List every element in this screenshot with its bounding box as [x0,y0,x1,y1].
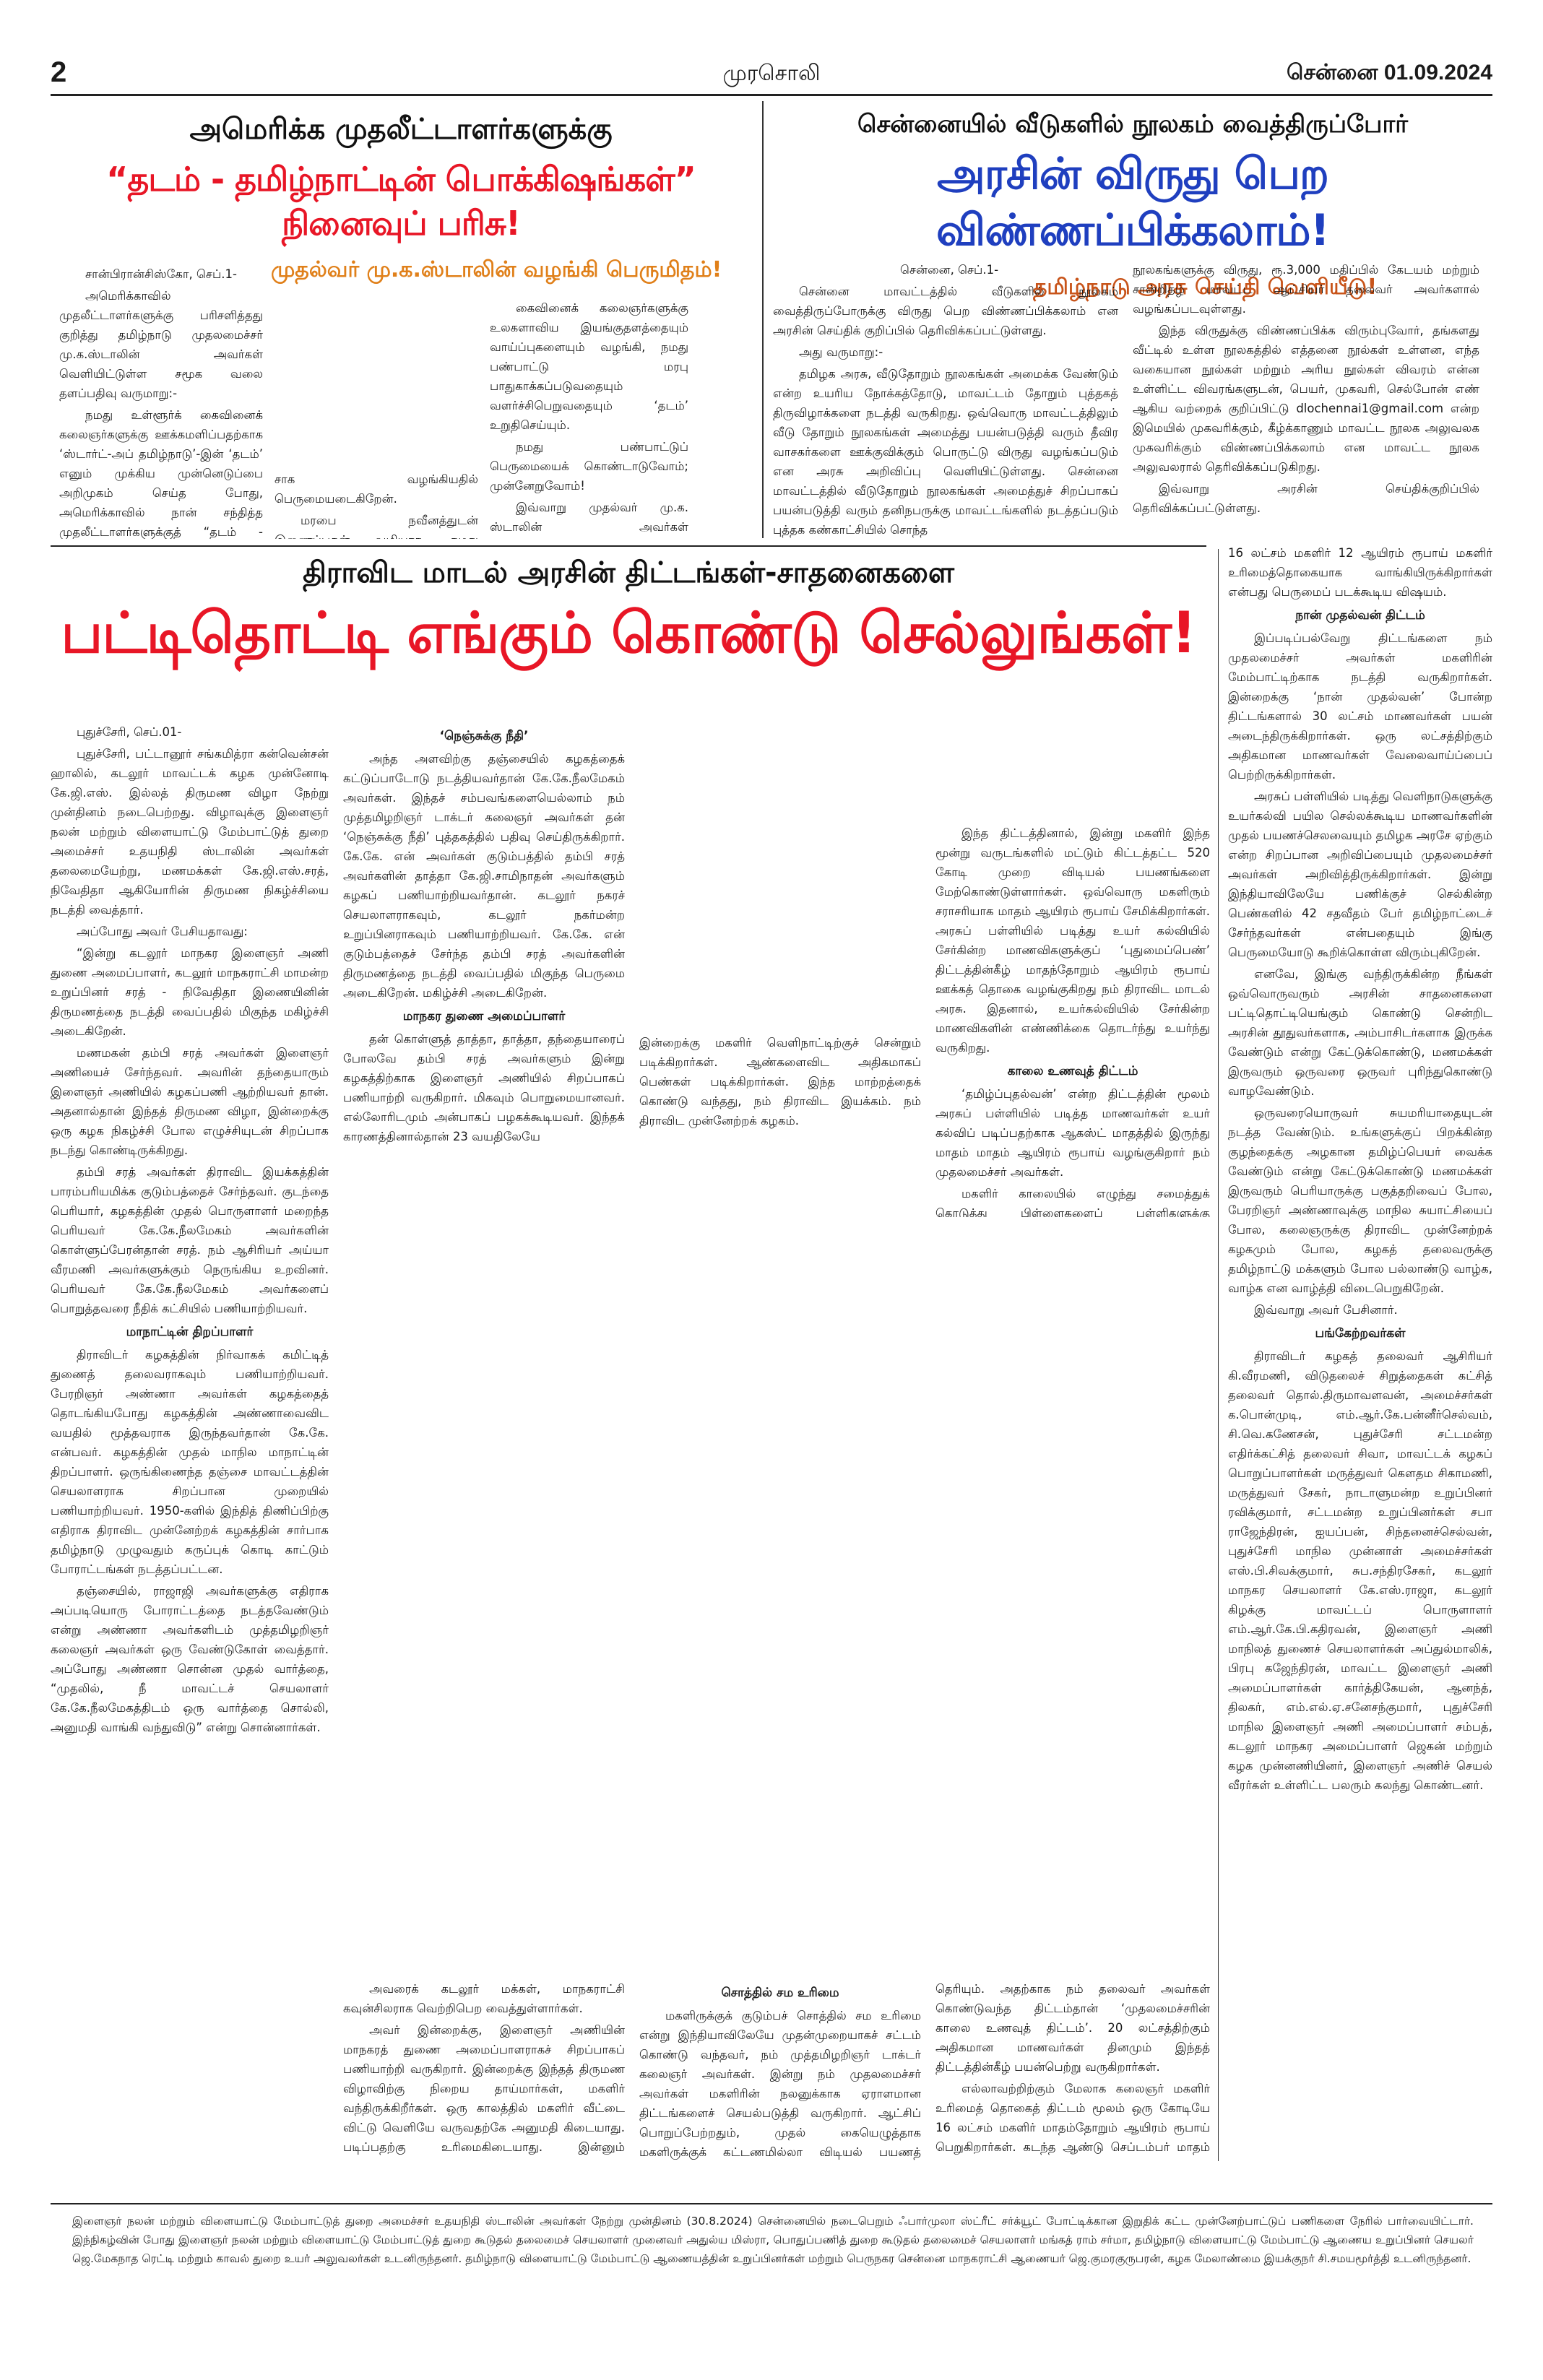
paragraph: திராவிடர் கழகத் தலைவர் ஆசிரியர் கி.வீரமண… [1228,1349,1492,1792]
story-1-col-2: சாக வழங்கியதில் பெருமையடைகிறேன். மரபை நவீ… [275,469,478,539]
paragraph: ஒருவரையொருவர் சுயமரியாதையுடன் நடத்த வேண்… [1228,1106,1492,1295]
paragraph: கைவினைக் கலைஞர்களுக்கு உலகளாவிய இயங்குதள… [490,301,688,432]
story-3-kicker: திராவிட மாடல் அரசின் திட்டங்கள்-சாதனைகளை [303,556,954,589]
story-2-headline: அரசின் விருது பெற விண்ணப்பிக்கலாம்! [936,149,1330,256]
paragraph: இவ்வாறு முதல்வர் மு.க. ஸ்டாலின் அவர்கள் … [490,501,688,534]
story-2-col-2: நூலகங்களுக்கு விருது, ரூ.3,000 மதிப்பில்… [1133,260,1479,538]
paragraph: அவரைக் கடலூர் மக்கள், மாநகராட்சி கவுன்சி… [343,1982,625,2015]
paragraph: மரபை நவீனத்துடன் இணைப்பதன் வழியாக, நமது … [275,514,478,539]
paragraph: இவ்வாறு அரசின் செய்திக்குறிப்பில் தெரிவி… [1133,482,1479,515]
story-3-right-column: 16 லட்சம் மகளிர் 12 ஆயிரம் ரூபாய் மகளிர்… [1228,543,1492,2161]
subhead-deputy-organiser: மாநகர துணை அமைப்பாளர் [402,1009,566,1024]
newspaper-name: முரசொலி [722,61,821,86]
paragraph: நூலகங்களுக்கு விருது, ரூ.3,000 மதிப்பில்… [1133,263,1479,316]
paragraph: சென்னை, செப்.1- [900,263,999,277]
paragraph: திராவிடர் கழகத்தின் நிர்வாகக் கமிட்டித் … [51,1348,329,1576]
page-number: 2 [51,56,67,88]
story-3-col-1: புதுச்சேரி, செப்.01- புதுச்சேரி, பட்டானூர… [51,722,329,2161]
paragraph: புதுச்சேரி, செப்.01- [77,725,182,739]
paragraph: தம்பி சரத் அவர்கள் திராவிட இயக்கத்தின் ப… [51,1165,329,1315]
paragraph: சான்பிரான்சிஸ்கோ, செப்.1- [85,267,237,281]
paragraph: மகளிருக்குக் குடும்பச் சொத்தில் சம உரிமை… [639,2009,921,2159]
story-1-col-1: சான்பிரான்சிஸ்கோ, செப்.1- அமெரிக்காவில் ம… [59,264,263,539]
photo-caption: இளைஞர் நலன் மற்றும் விளையாட்டு மேம்பாட்ட… [72,2215,1474,2265]
story-3-col-4-bottom: தெரியும். அதற்காக நம் தலைவர் அவர்கள் கொண… [935,1979,1210,2161]
paragraph: இப்படிப்பல்வேறு திட்டங்களை நம் முதலமைச்ச… [1228,631,1492,782]
header-rule [51,94,1492,96]
paragraph: ‘தமிழ்ப்புதல்வன்’ என்ற திட்டத்தின் மூலம்… [935,1087,1210,1179]
paragraph: நமது உள்ளூர்க் கைவினைக் கலைஞர்களுக்கு ஊக… [59,408,263,539]
paragraph: அது வருமாறு:- [799,345,883,359]
paragraph: அப்போது அவர் பேசியதாவது: [77,925,248,938]
story-2-kicker: சென்னையில் வீடுகளில் நூலகம் வைத்திருப்போ… [857,110,1408,139]
subhead-breakfast-scheme: காலை உணவுத் திட்டம் [1007,1064,1138,1078]
paragraph: அமெரிக்காவில் முதலீட்டாளர்களுக்கு பரிசளி… [59,289,263,400]
paragraph: புதுச்சேரி, பட்டானூர் சங்கமித்ரா கன்வென்… [51,747,329,917]
story-3-col-3-bottom: சொத்தில் சம உரிமை மகளிருக்குக் குடும்பச்… [639,1979,921,2161]
subhead-nenjukku-needhi: ‘நெஞ்சுக்கு நீதி’ [439,729,529,743]
paragraph: தெரியும். அதற்காக நம் தலைவர் அவர்கள் கொண… [935,1982,1210,2074]
story-1-col-3: கைவினைக் கலைஞர்களுக்கு உலகளாவிய இயங்குதள… [490,298,688,539]
story-2-subhead: தமிழ்நாடு அரசு செய்தி வெளியீடு! [1032,274,1378,300]
column-rule-right [1218,549,1219,2161]
paragraph: சென்னை மாவட்டத்தில் வீடுகளில் நூலகம் வைத… [773,285,1118,337]
story-1-headline: “தடம் - தமிழ்நாட்டின் பொக்கிஷங்கள்” நினை… [106,160,696,243]
story-3-col-4: இந்த திட்டத்தினால், இன்று மகளிர் இந்த மூ… [935,823,1210,1217]
subhead-naan-mudhalvan: நான் முதல்வன் திட்டம் [1295,608,1425,623]
subhead-equal-property-rights: சொத்தில் சம உரிமை [721,1986,839,2000]
paragraph: “இன்று கடலூர் மாநகர இளைஞர் அணி துணை அமைப… [51,946,329,1038]
paragraph: இந்த திட்டத்தினால், இன்று மகளிர் இந்த மூ… [935,826,1210,1055]
edition-date: சென்னை 01.09.2024 [1286,61,1492,85]
paragraph: எல்லாவற்றிற்கும் மேலாக கலைஞர் மகளிர் உரி… [935,2082,1210,2161]
story-3-col-2: ‘நெஞ்சுக்கு நீதி’ அந்த அளவிற்கு தஞ்சையில… [343,722,625,1412]
paragraph: அந்த அளவிற்கு தஞ்சையில் கழகத்தைக் கட்டுப… [343,752,625,1000]
paragraph: இந்த விருதுக்கு விண்ணப்பிக்க விரும்புவோர… [1133,324,1479,474]
column-rule [762,101,764,538]
story-1: அமெரிக்க முதலீட்டாளர்களுக்கு “தடம் - தமி… [51,100,751,539]
subhead-conference-opener: மாநாட்டின் திறப்பாளர் [126,1325,254,1339]
paragraph: மணமகன் தம்பி சரத் அவர்கள் இளைஞர் அணியைச்… [51,1046,329,1157]
story-3-headline: பட்டிதொட்டி எங்கும் கொண்டு செல்லுங்கள்! [61,601,1196,666]
section-rule [51,545,1206,547]
paragraph: மகளிர் காலையில் எழுந்து சமைத்துக் கொடுத்… [935,1187,1210,1217]
paragraph: இன்றைக்கு மகளிர் வெளிநாட்டிற்குச் சென்று… [639,1036,921,1128]
story-3-col-2-bottom: அவரைக் கடலூர் மக்கள், மாநகராட்சி கவுன்சி… [343,1979,625,2161]
paragraph: அரசுப் பள்ளியில் படித்து வெளிநாடுகளுக்கு… [1228,789,1492,959]
paragraph: தமிழக அரசு, வீடுதோறும் நூலகங்கள் அமைக்க … [773,367,1118,537]
story-1-kicker: அமெரிக்க முதலீட்டாளர்களுக்கு [189,113,613,146]
paragraph: அவர் இன்றைக்கு, இளைஞர் அணியின் மாநகரத் த… [343,2023,625,2161]
paragraph: தன் கொள்ளுத் தாத்தா, தாத்தா, தந்தையாரைப்… [343,1032,625,1143]
subhead-participants: பங்கேற்றவர்கள் [1315,1326,1406,1341]
story-2: சென்னையில் வீடுகளில் நூலகம் வைத்திருப்போ… [773,100,1492,539]
paragraph: 16 லட்சம் மகளிர் 12 ஆயிரம் ரூபாய் மகளிர்… [1228,546,1492,599]
paragraph: எனவே, இங்கு வந்திருக்கின்ற நீங்கள் ஒவ்வொ… [1228,967,1492,1098]
story-2-col-1: சென்னை, செப்.1- சென்னை மாவட்டத்தில் வீடுக… [773,260,1118,538]
caption-rule [51,2203,1492,2204]
paragraph: நமது பண்பாட்டுப் பெருமையைக் கொண்டாடுவோம்… [490,440,688,493]
story-3-col-3-top: இன்றைக்கு மகளிர் வெளிநாட்டிற்குச் சென்று… [639,1033,921,1170]
story-1-subhead: முதல்வர் மு.க.ஸ்டாலின் வழங்கி பெருமிதம்! [271,257,722,282]
paragraph: தஞ்சையில், ராஜாஜி அவர்களுக்கு எதிராக அப்… [51,1584,329,1734]
paragraph: இவ்வாறு அவர் பேசினார். [1254,1303,1398,1317]
paragraph: சாக வழங்கியதில் பெருமையடைகிறேன். [275,472,478,506]
